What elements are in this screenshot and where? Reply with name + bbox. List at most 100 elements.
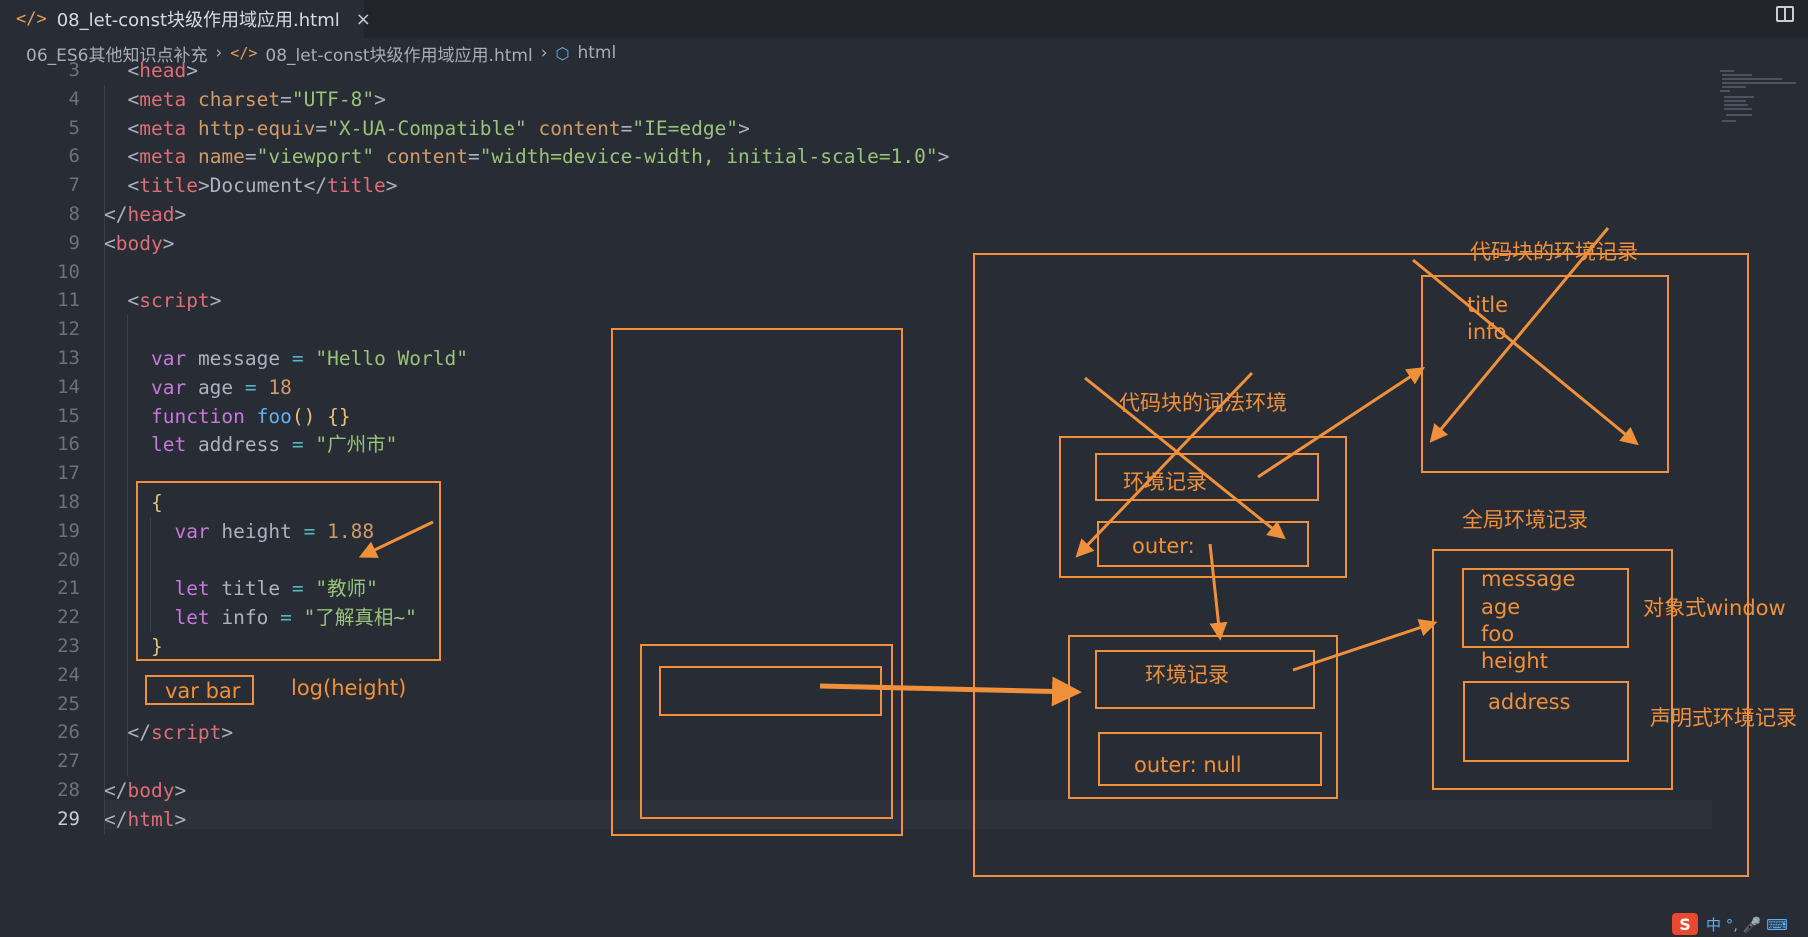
code-line[interactable]: { — [104, 488, 163, 517]
line-number: 27 — [57, 750, 80, 773]
minimap-line — [1726, 114, 1752, 116]
var-bar-box — [145, 675, 254, 705]
cross-out-arrow — [1084, 376, 1286, 540]
line-number: 7 — [68, 174, 80, 197]
code-token: < — [104, 231, 116, 255]
code-token: var — [174, 519, 210, 543]
declarative-env-record-box — [1463, 681, 1629, 762]
line-number: 20 — [57, 548, 80, 571]
split-editor-icon[interactable] — [1776, 6, 1794, 22]
code-line[interactable]: } — [104, 632, 163, 661]
code-token: } — [150, 635, 163, 658]
line-number: 28 — [57, 779, 80, 801]
code-line[interactable]: let title = "教师" — [104, 574, 378, 603]
code-token: title — [327, 174, 386, 198]
editor-tab[interactable]: </> 08_let-const块级作用域应用.html × — [0, 0, 371, 38]
code-line[interactable]: <script> — [104, 286, 221, 315]
current-line-highlight — [104, 800, 1712, 829]
call-stack-box — [611, 328, 903, 836]
log-height-label: log(height) — [291, 676, 407, 700]
code-token: content — [538, 116, 621, 140]
code-token: html — [127, 807, 175, 831]
minimap-line — [1720, 70, 1734, 72]
code-line[interactable]: <body> — [104, 229, 174, 258]
cube-icon: ⬡ — [555, 43, 570, 63]
code-line[interactable]: </head> — [104, 200, 186, 229]
code-token: "教师" — [315, 577, 378, 601]
arrow — [819, 676, 1082, 707]
code-line[interactable]: </body> — [104, 776, 186, 805]
global-item-message: message — [1481, 567, 1576, 591]
minimap[interactable] — [1718, 68, 1800, 124]
code-token: 1.88 — [327, 519, 375, 543]
code-line[interactable]: var height = 1.88 — [104, 517, 374, 546]
line-number: 19 — [57, 519, 80, 542]
code-token: > — [374, 87, 386, 111]
code-token: >Document</ — [197, 174, 328, 198]
code-token: var — [150, 347, 187, 370]
minimap-line — [1720, 90, 1730, 92]
block-env-record-label: 环境记录 — [1123, 470, 1207, 494]
line-number: 5 — [68, 116, 80, 139]
line-number: 17 — [57, 462, 80, 485]
minimap-line — [1724, 108, 1752, 110]
code-token: = — [303, 519, 316, 543]
block-env-item-info: info — [1467, 320, 1507, 344]
chevron-right-icon: › — [215, 43, 223, 63]
line-number: 18 — [57, 491, 80, 513]
code-line[interactable]: </script> — [104, 718, 233, 747]
code-token: script — [139, 289, 210, 313]
chevron-right-icon: › — [540, 43, 548, 63]
line-number: 9 — [68, 231, 80, 254]
minimap-line — [1722, 74, 1752, 76]
line-number: 12 — [57, 318, 80, 341]
code-line[interactable]: <meta name="viewport" content="width=dev… — [104, 142, 949, 171]
code-token: {} — [327, 404, 351, 428]
code-token: name — [197, 145, 245, 169]
block-env-record-title: 代码块的环境记录 — [1470, 240, 1638, 264]
code-token: = — [244, 375, 257, 399]
code-token: head — [127, 203, 175, 226]
code-token: </ — [127, 721, 151, 745]
html-file-icon: </> — [230, 44, 258, 62]
code-line[interactable]: function foo() {} — [104, 402, 351, 431]
code-line[interactable]: <meta charset="UTF-8"> — [104, 85, 386, 114]
line-number: 8 — [68, 203, 80, 225]
code-token: 18 — [268, 375, 292, 399]
code-token: foo — [256, 404, 292, 428]
global-env-record-box — [1432, 549, 1673, 790]
breadcrumb-symbol[interactable]: html — [577, 43, 617, 63]
block-env-record-slot — [1095, 453, 1319, 501]
indent-guide — [127, 315, 128, 776]
code-line[interactable]: </html> — [104, 805, 186, 834]
close-icon[interactable]: × — [355, 8, 371, 30]
ime-indicator[interactable]: S 中 °, 🎤 ⌨ — [1672, 913, 1788, 935]
html-file-icon: </> — [16, 9, 47, 29]
indent-guide — [150, 516, 151, 632]
code-line[interactable]: let info = "了解真相~" — [104, 603, 417, 632]
breadcrumb-file[interactable]: 08_let-const块级作用域应用.html — [265, 45, 533, 66]
code-line[interactable]: var message = "Hello World" — [104, 344, 468, 373]
code-token: = — [315, 116, 328, 140]
breadcrumb-folder[interactable]: 06_ES6其他知识点补充 — [26, 45, 208, 66]
line-number: 4 — [68, 87, 80, 110]
code-token: "了解真相~" — [303, 606, 417, 630]
memory-heap-box — [973, 253, 1749, 877]
code-token: body — [115, 231, 163, 255]
code-line[interactable]: <title>Document</title> — [104, 171, 397, 200]
var-bar-label: var bar — [165, 679, 241, 703]
block-lexical-env-box — [1059, 436, 1347, 578]
code-token: < — [104, 289, 140, 313]
code-line[interactable]: <meta http-equiv="X-UA-Compatible" conte… — [104, 114, 749, 143]
code-token: body — [127, 779, 175, 802]
code-token: "UTF-8" — [291, 87, 375, 111]
execution-context-inner-box — [659, 666, 882, 716]
global-env-record-slot — [1095, 650, 1315, 709]
code-line[interactable]: var age = 18 — [104, 373, 292, 402]
line-number: 6 — [68, 145, 80, 168]
code-token: > — [221, 721, 234, 745]
code-line[interactable]: <head> — [104, 56, 197, 85]
code-line[interactable]: let address = "广州市" — [104, 430, 397, 459]
code-token: meta — [139, 145, 187, 169]
